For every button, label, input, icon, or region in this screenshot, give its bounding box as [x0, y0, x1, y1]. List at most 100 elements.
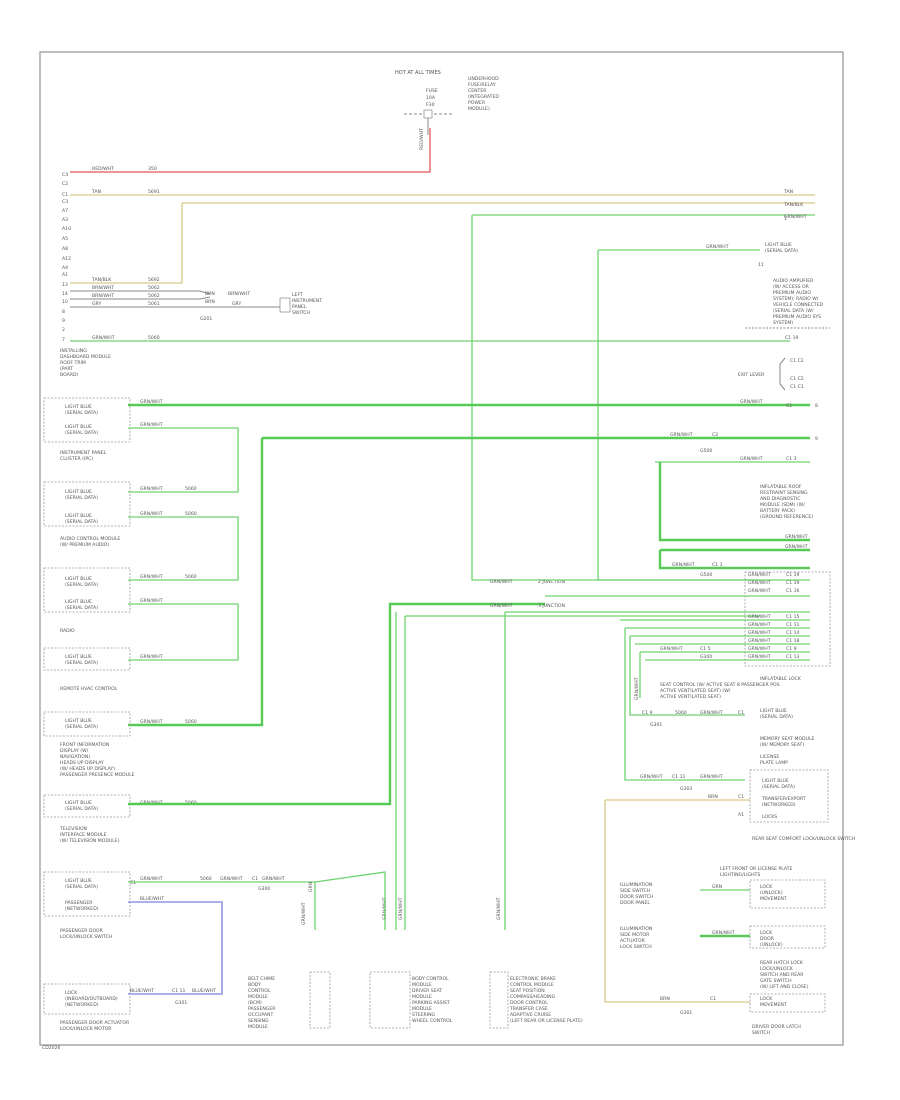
svg-text:MOVEMENT: MOVEMENT — [760, 1002, 787, 1008]
svg-text:C1 3: C1 3 — [786, 456, 797, 462]
svg-text:ADAPTIVE CRUISE: ADAPTIVE CRUISE — [510, 1012, 551, 1018]
svg-text:LIGHT BLUE: LIGHT BLUE — [65, 404, 92, 410]
green-thick-438: GRN/WHT C2 G500 9 — [128, 432, 818, 727]
svg-text:GRN/WHT: GRN/WHT — [301, 902, 307, 925]
svg-text:LIGHT BLUE: LIGHT BLUE — [65, 800, 92, 806]
svg-text:TELEVISION: TELEVISION — [59, 826, 87, 832]
bus-drops: GRN/WHT INFLATABLE LOCK SEAT CONTROL (W/… — [624, 628, 815, 792]
svg-text:C1 C2: C1 C2 — [790, 376, 804, 382]
svg-text:GRN/WHT: GRN/WHT — [92, 335, 115, 341]
svg-text:LIGHT BLUE: LIGHT BLUE — [65, 424, 92, 430]
svg-text:BRN/WHT: BRN/WHT — [228, 291, 250, 297]
svg-text:INTERFACE MODULE: INTERFACE MODULE — [60, 832, 107, 838]
svg-text:PANEL: PANEL — [292, 304, 307, 310]
right-green-group: GRN/WHT C1 3 INFLATABLE ROOF RESTRAINT S… — [655, 456, 813, 594]
svg-text:GRY: GRY — [92, 301, 101, 307]
svg-text:C1 15: C1 15 — [786, 614, 800, 620]
svg-text:LIGHT BLUE: LIGHT BLUE — [65, 599, 92, 605]
svg-text:C1 16: C1 16 — [786, 588, 800, 594]
rear-seat-module: LIGHT BLUE (SERIAL DATA) TRANSFER/EXPORT… — [604, 769, 855, 1003]
svg-text:REAR SEAT COMFORT LOCK/UNLOCK: REAR SEAT COMFORT LOCK/UNLOCK SWITCH — [752, 836, 855, 842]
svg-text:GRN/WHT: GRN/WHT — [748, 572, 771, 578]
svg-text:SYSTEM); RADIO W/: SYSTEM); RADIO W/ — [773, 296, 819, 302]
svg-text:ACTIVE VENTILATED SEAT) (W/: ACTIVE VENTILATED SEAT) (W/ — [660, 688, 731, 694]
svg-text:PASSENGER DOOR: PASSENGER DOOR — [60, 928, 104, 934]
svg-text:BLUE/WHT: BLUE/WHT — [130, 988, 154, 994]
svg-text:G301: G301 — [175, 1000, 187, 1006]
svg-text:5060: 5060 — [185, 574, 197, 580]
svg-text:SIDE SWITCH: SIDE SWITCH — [620, 888, 650, 894]
green-thick-405: GRN/WHT GRN/WHT C1 8 — [128, 399, 818, 409]
svg-text:5060: 5060 — [148, 335, 160, 341]
svg-text:TAN: TAN — [91, 189, 101, 195]
svg-text:C1 19: C1 19 — [785, 335, 799, 341]
svg-text:LOCKS: LOCKS — [762, 814, 777, 820]
svg-text:LIGHT BLUE: LIGHT BLUE — [762, 778, 789, 784]
svg-text:GRN/WHT: GRN/WHT — [496, 897, 502, 920]
svg-text:BLUE/WHT: BLUE/WHT — [140, 896, 164, 902]
svg-text:BLUE/WHT: BLUE/WHT — [192, 988, 216, 994]
svg-text:RESTRAINT SENSING: RESTRAINT SENSING — [760, 490, 808, 496]
svg-text:GRN/WHT: GRN/WHT — [140, 486, 163, 492]
svg-text:(UNLOCK): (UNLOCK) — [760, 942, 783, 948]
svg-text:UNDERHOOD: UNDERHOOD — [468, 76, 499, 82]
svg-text:RED/WHT: RED/WHT — [92, 166, 114, 172]
svg-text:AND DIAGNOSTIC: AND DIAGNOSTIC — [760, 496, 800, 502]
svg-text:C1 C2: C1 C2 — [790, 358, 804, 364]
svg-text:13: 13 — [62, 282, 68, 288]
svg-text:EXIT LEVER: EXIT LEVER — [738, 372, 765, 378]
svg-text:TAN: TAN — [783, 189, 793, 195]
svg-text:BATTERY PACK): BATTERY PACK) — [760, 508, 795, 514]
svg-text:NAVIGATION): NAVIGATION) — [60, 754, 90, 760]
svg-text:A1: A1 — [738, 812, 744, 818]
svg-text:C2: C2 — [712, 432, 718, 438]
svg-text:CONTROL MODULE: CONTROL MODULE — [510, 982, 554, 988]
svg-text:G500: G500 — [700, 448, 712, 454]
svg-text:SENSING: SENSING — [248, 1018, 269, 1024]
svg-text:LIGHT BLUE: LIGHT BLUE — [65, 718, 92, 724]
svg-text:REAR HATCH LOCK: REAR HATCH LOCK — [760, 960, 804, 966]
svg-text:PLATE LAMP: PLATE LAMP — [760, 760, 788, 766]
svg-text:9: 9 — [815, 436, 818, 442]
svg-text:5060: 5060 — [185, 511, 197, 517]
svg-text:LOCK/UNLOCK MOTOR: LOCK/UNLOCK MOTOR — [60, 1026, 112, 1032]
svg-text:LIGHT BLUE: LIGHT BLUE — [65, 878, 92, 884]
svg-text:GRN/WHT: GRN/WHT — [700, 774, 723, 780]
svg-text:ACTIVE VENTILATED SEAT): ACTIVE VENTILATED SEAT) — [660, 694, 721, 700]
svg-text:A12: A12 — [62, 256, 71, 262]
svg-text:ELECTRONIC BRAKE: ELECTRONIC BRAKE — [510, 976, 556, 982]
svg-text:(PART: (PART — [60, 366, 73, 372]
svg-text:INSTRUMENT: INSTRUMENT — [292, 298, 322, 304]
svg-text:BRN/WHT: BRN/WHT — [92, 293, 114, 299]
svg-text:PREMIUM AUDIO: PREMIUM AUDIO — [773, 290, 811, 296]
svg-text:GRN/WHT: GRN/WHT — [672, 562, 695, 568]
svg-text:FRONT INFORMATION: FRONT INFORMATION — [60, 742, 109, 748]
svg-text:BRN: BRN — [205, 299, 215, 305]
svg-text:MODULE: MODULE — [248, 994, 268, 1000]
green-wire-341: GRN/WHT 5060 C1 19 C1 C2 EXIT LEVER C1 C… — [70, 335, 804, 391]
svg-text:ILLUMINATION: ILLUMINATION — [620, 882, 652, 888]
svg-text:5060: 5060 — [200, 876, 212, 882]
svg-text:DOOR PANEL: DOOR PANEL — [620, 900, 650, 906]
svg-text:BOARD): BOARD) — [60, 372, 78, 378]
svg-text:G301: G301 — [650, 722, 662, 728]
svg-text:PASSENGER DOOR ACTUATOR: PASSENGER DOOR ACTUATOR — [60, 1020, 130, 1026]
svg-text:BRN: BRN — [708, 794, 718, 800]
svg-text:DISPLAY (W/: DISPLAY (W/ — [60, 748, 89, 754]
svg-text:DRIVER DOOR LATCH: DRIVER DOOR LATCH — [752, 1024, 801, 1030]
svg-text:10A: 10A — [426, 95, 436, 101]
svg-text:(W/ TELEVISION MODULE): (W/ TELEVISION MODULE) — [60, 838, 120, 844]
svg-text:GRN/WHT: GRN/WHT — [220, 876, 243, 882]
svg-text:(SERIAL DATA): (SERIAL DATA) — [762, 784, 795, 790]
svg-text:GRN/WHT: GRN/WHT — [785, 544, 808, 550]
svg-text:350: 350 — [148, 166, 157, 172]
svg-text:GRN/WHT: GRN/WHT — [740, 399, 763, 405]
svg-text:C1 5: C1 5 — [700, 646, 711, 652]
svg-text:C1 9: C1 9 — [786, 646, 797, 652]
svg-text:ILLUMINATION: ILLUMINATION — [620, 926, 652, 932]
svg-text:PREMIUM AUDIO SYS: PREMIUM AUDIO SYS — [773, 314, 821, 320]
svg-text:7: 7 — [62, 337, 65, 343]
svg-text:GRN/WHT: GRN/WHT — [784, 214, 807, 220]
svg-text:C4: C4 — [62, 172, 68, 178]
svg-text:C1: C1 — [252, 876, 258, 882]
